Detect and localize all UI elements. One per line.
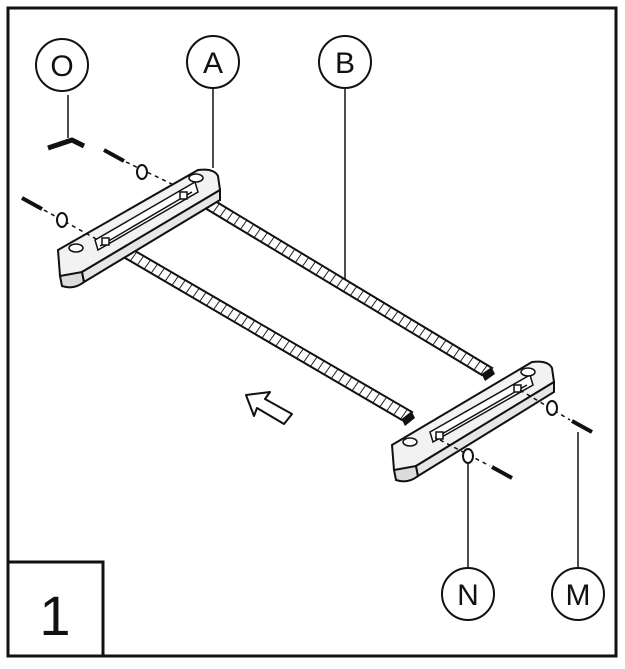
callout-m-label: M — [566, 579, 591, 612]
callout-b: B — [318, 35, 372, 89]
screw-left-top — [103, 148, 177, 187]
callout-m: M — [551, 567, 605, 621]
callout-b-label: B — [335, 47, 355, 80]
washer-left-bottom — [56, 212, 68, 228]
step-number: 1 — [39, 584, 70, 647]
washer-right-bottom — [462, 448, 474, 464]
callout-o-label: O — [50, 50, 73, 83]
allen-key-icon — [47, 95, 86, 151]
end-bracket-right — [390, 360, 556, 483]
threaded-rod-back — [198, 196, 495, 381]
screw-right-bottom — [439, 439, 513, 480]
screw-right-top — [519, 389, 593, 434]
direction-arrow-icon — [245, 391, 293, 425]
washer-left-top — [136, 164, 148, 180]
step-number-box: 1 — [6, 560, 105, 658]
callout-a: A — [186, 35, 240, 89]
callout-n-label: N — [457, 579, 479, 612]
callout-o: O — [35, 38, 89, 92]
outer-frame — [6, 6, 618, 658]
screw-left-bottom — [21, 196, 99, 241]
callout-a-label: A — [203, 47, 223, 80]
washer-right-top — [546, 400, 558, 416]
end-bracket-left — [56, 168, 222, 289]
callout-n: N — [441, 567, 495, 621]
